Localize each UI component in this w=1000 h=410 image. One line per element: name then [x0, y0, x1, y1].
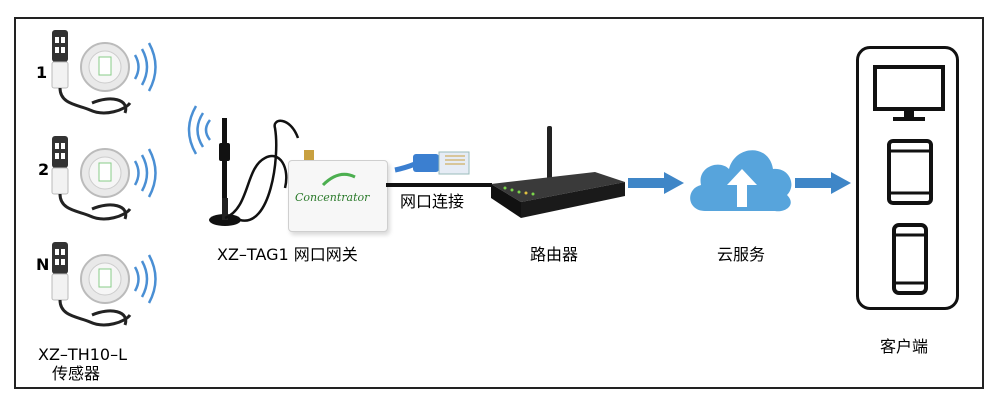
- gateway-port-icon: [304, 150, 314, 160]
- monitor-icon: [873, 65, 945, 121]
- sensor-n-icon: [51, 242, 157, 327]
- arrow-right-icon: [628, 172, 684, 194]
- router-icon: [491, 126, 625, 218]
- cloud-label: 云服务: [717, 245, 766, 264]
- sensor-index-n: N: [36, 255, 50, 274]
- sensor-group: [30, 25, 180, 345]
- ethernet-cable-icon: [394, 151, 470, 175]
- sensor-index-1: 1: [36, 63, 48, 82]
- sensor-caption-line1: XZ–TH10–L: [38, 345, 127, 364]
- sensor-1-icon: [51, 30, 157, 115]
- sensor-index-2: 2: [38, 160, 50, 179]
- diagram-frame: [14, 17, 984, 389]
- sensor-2-icon: [51, 136, 157, 221]
- client-panel: [856, 46, 959, 310]
- link-line: [386, 183, 492, 187]
- arrow-right-icon-2: [795, 172, 851, 194]
- sensor-caption-line2: 传感器: [52, 364, 101, 383]
- gateway-antenna-icon: [187, 105, 300, 226]
- cloud-icon: [690, 150, 792, 212]
- router-label: 路由器: [530, 245, 579, 264]
- wave-icon: [133, 54, 140, 80]
- phone-icon: [892, 223, 928, 295]
- gateway-device-text: Concentrator: [295, 191, 370, 204]
- tablet-icon: [887, 139, 933, 205]
- client-label: 客户端: [880, 337, 929, 356]
- gateway-label: XZ–TAG1 网口网关: [217, 245, 358, 264]
- wave-icon: [133, 266, 140, 292]
- gateway-logo-icon: [321, 172, 356, 187]
- wave-icon: [133, 160, 140, 186]
- link-label: 网口连接: [400, 192, 465, 211]
- gateway-device: Concentrator: [288, 160, 388, 232]
